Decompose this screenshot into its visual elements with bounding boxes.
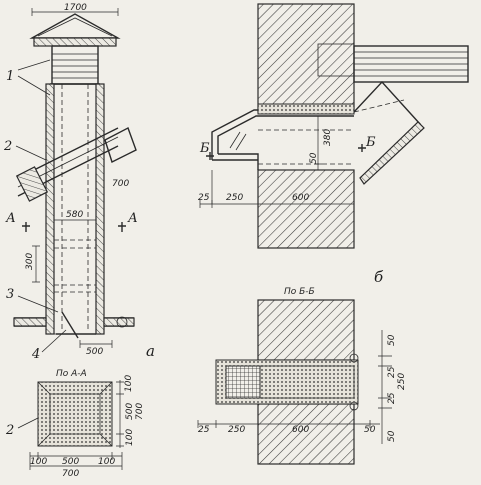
dim-bb-w1: 25	[198, 425, 210, 435]
section-arrow-a-right: А	[127, 211, 138, 226]
dim-inner: 580	[66, 210, 83, 220]
dim-bb-r3: 250	[397, 373, 407, 390]
dim-bb-r1: 50	[387, 334, 397, 346]
dim-b-w3: 600	[292, 193, 309, 203]
dim-sec-b2: 500	[62, 457, 79, 467]
dim-sec-r4: 100	[125, 429, 135, 446]
callout-3: 3	[6, 287, 14, 302]
callout-2-section: 2	[5, 423, 14, 438]
dim-bb-r5: 50	[387, 430, 397, 442]
dim-bottom: 500	[86, 347, 103, 357]
dim-sec-r3: 700	[135, 403, 145, 420]
figure-b-text: 380 50 25 250 600 Б Б б	[198, 129, 384, 286]
figure-a-text: 1700 700 580 300 500 1 2 3 4 А А а	[3, 3, 155, 362]
dim-bb-w3: 600	[292, 425, 309, 435]
dim-b-w2: 250	[226, 193, 243, 203]
dim-b-w1: 25	[198, 193, 210, 203]
section-b-b-title: По Б-Б	[284, 287, 315, 297]
subfigure-label-b: б	[374, 268, 384, 286]
figure-a-dimensions	[31, 8, 119, 348]
section-arrow-b-right: Б	[365, 135, 376, 150]
dim-b-h1: 380	[323, 129, 333, 146]
section-a-a-text: 2 100 500 100 700 100 500 700 100	[5, 375, 145, 479]
dim-roof: 700	[112, 179, 129, 189]
dim-sec-b1: 100	[30, 457, 47, 467]
dim-sec-r2: 500	[125, 403, 135, 420]
dim-b-h2: 50	[309, 152, 319, 164]
dim-sec-b4: 700	[62, 469, 79, 479]
dim-bb-w4: 50	[364, 425, 376, 435]
subfigure-label-a: а	[146, 342, 155, 360]
section-arrow-a-left: А	[5, 211, 16, 226]
callout-2: 2	[3, 139, 12, 154]
figure-a-elevation	[13, 13, 137, 353]
dim-height: 300	[25, 253, 35, 270]
dim-sec-b3: 100	[98, 457, 115, 467]
section-b-b: По Б-Б	[197, 287, 392, 465]
figure-b-dimensions	[199, 115, 355, 208]
dim-bb-r2: 25	[387, 366, 397, 378]
section-arrow-b-left: Б	[199, 141, 210, 156]
section-b-b-text: 25 250 600 50 50 25 250 25 50	[198, 334, 407, 442]
callout-4: 4	[31, 347, 40, 362]
section-a-a: По А-А	[17, 369, 124, 470]
callout-1: 1	[6, 69, 14, 84]
dim-bb-w2: 250	[228, 425, 245, 435]
figure-b-wall-section	[206, 3, 469, 249]
deflector-louvres	[50, 45, 100, 85]
dim-sec-r1: 100	[124, 375, 134, 392]
dim-bb-r4: 25	[387, 392, 397, 404]
dim-top: 1700	[64, 3, 87, 13]
section-a-a-title: По А-А	[56, 369, 87, 379]
